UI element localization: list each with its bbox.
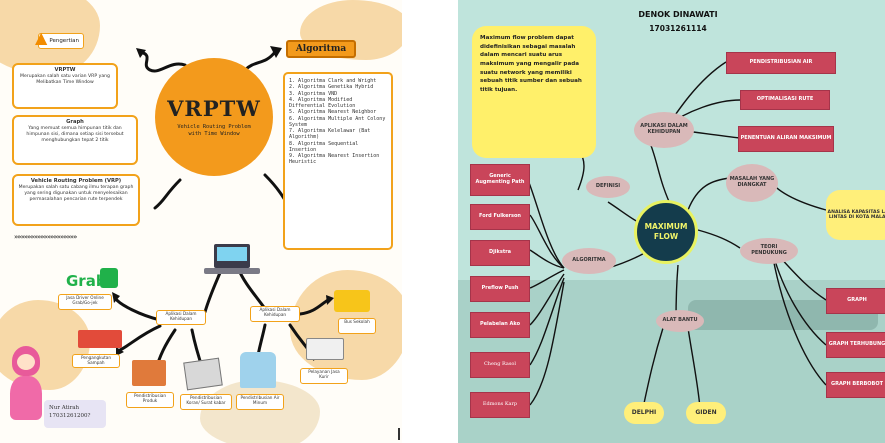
laptop-base	[204, 268, 260, 274]
app-item: Pelayanan Jasa Kurir	[300, 368, 348, 384]
vrptw-infographic: ▲ Pengertian VRPTW Merupakan salah satu …	[0, 0, 402, 443]
app-item: Pengangkutan Sampah	[72, 354, 120, 368]
divider	[398, 428, 400, 440]
algorithm-item: Pelabelan Ako	[470, 312, 530, 338]
algorithm-item: Cheng Rasol	[470, 352, 530, 378]
aplikasi-item: PENDISTRIBUSIAN AIR	[726, 52, 836, 74]
graph-definition-box: Graph Yang memuat semua himpunan titik d…	[12, 115, 138, 165]
algorithm-list-item: 1. Algoritma Clark and Wright	[289, 78, 377, 84]
algorithm-item: Generic Augmenting Path	[470, 164, 530, 196]
app-item: Pendistribusian Air Minum	[236, 394, 284, 410]
pengertian-label: ▲ Pengertian	[35, 28, 84, 49]
avatar	[8, 342, 44, 426]
megaphone-icon: ▲	[35, 28, 48, 47]
author-name: DENOK DINAWATI	[638, 10, 718, 19]
aplikasi-item: PENENTUAN ALIRAN MAKSIMUM	[738, 126, 834, 152]
algorithm-list-item: 7. Algoritma Kelelawar (Bat Algorithm)	[289, 128, 371, 141]
aplikasi-left-tag: Aplikasi Dalam Kehidupan	[156, 310, 206, 325]
delivery-icon	[132, 360, 166, 386]
vrp-definition-box: Vehicle Routing Problem (VRP) Merupakan …	[12, 174, 140, 226]
masalah-node: MASALAH YANG DIANGKAT	[726, 164, 778, 202]
road-background	[458, 330, 885, 443]
alat-item: DELPHI	[624, 402, 664, 424]
motorbike-icon	[100, 268, 118, 288]
aplikasi-item: OPTIMALISASI RUTE	[740, 90, 830, 110]
teori-item: GRAPH TERHUBUNG	[826, 332, 885, 358]
definition-note: Maximum flow problem dapat didefinisikan…	[472, 26, 596, 158]
vrptw-center-circle: VRPTW Vehicle Routing Problem with Time …	[155, 58, 273, 176]
app-item: Bus Sekolah	[338, 318, 376, 334]
newspaper-icon	[183, 357, 223, 391]
definisi-node: DEFINISI	[586, 176, 630, 198]
app-item: Pendistribusian Koran/ Surat kabar	[180, 394, 232, 410]
algorithm-item: Ford Fulkerson	[470, 204, 530, 230]
algoritma-node: ALGORITMA	[562, 248, 616, 274]
algorithm-list-item: 9. Algoritma Nearest Insertion Heuristic	[289, 153, 380, 166]
algorithm-list-item: 8. Algoritma Sequential Insertion	[289, 140, 359, 153]
laptop-icon	[214, 244, 250, 268]
algorithm-list-item: 5. Algoritma Nearest Neighbor	[289, 109, 377, 116]
algoritma-label: Algoritma	[286, 40, 356, 58]
aplikasi-right-tag: Aplikasi Dalam Kehidupan	[250, 306, 300, 322]
algorithm-item: Edmons Karp	[470, 392, 530, 418]
alat-bantu-node: ALAT BANTU	[656, 310, 704, 332]
courier-van-icon	[306, 338, 344, 360]
water-bottles-icon	[240, 352, 276, 388]
masalah-text: ANALISA KAPASITAS LALU LINTAS DI KOTA MA…	[826, 190, 885, 240]
aplikasi-node: APLIKASI DALAM KEHIDUPAN	[634, 112, 694, 148]
algorithm-item: Djikstra	[470, 240, 530, 266]
school-bus-icon	[334, 290, 370, 312]
blob-decoration	[200, 380, 320, 443]
app-item: Jasa Driver Online Grab/Go-jek	[58, 294, 112, 310]
teori-item: GRAPH	[826, 288, 885, 314]
alat-item: GIDEN	[686, 402, 726, 424]
teori-node: TEORI PENDUKUNG	[740, 238, 798, 264]
arrow-divider-icon: »»»»»»»»»»»»»»»»»»»	[14, 233, 77, 241]
app-item: Pendistribusian Produk	[126, 392, 174, 408]
grab-logo: Grab	[66, 272, 107, 290]
algorithm-list-item: 3. Algoritma VND	[289, 90, 338, 97]
maximum-flow-center: MAXIMUM FLOW	[634, 200, 698, 264]
maximum-flow-mindmap: DENOK DINAWATI 17031261114 Maximum flow …	[458, 0, 885, 443]
vrptw-definition-box: VRPTW Merupakan salah satu varian VRP ya…	[12, 63, 118, 109]
author-nim: 17031261114	[649, 24, 707, 33]
garbage-truck-icon	[78, 330, 122, 348]
author-card: Nur Atirah 17031261200?	[44, 400, 106, 428]
blob-decoration	[0, 300, 90, 390]
algorithm-item: Preflow Push	[470, 276, 530, 302]
algorithm-list-item: 4. Algoritma Modified Differential Evolu…	[289, 96, 356, 109]
algorithm-list-item: 2. Algoritma Genetika Hybrid	[289, 84, 374, 91]
algorithm-list-item: 6. Algoritma Multiple Ant Colony System	[289, 115, 386, 128]
teori-item: GRAPH BERBOBOT	[826, 372, 885, 398]
